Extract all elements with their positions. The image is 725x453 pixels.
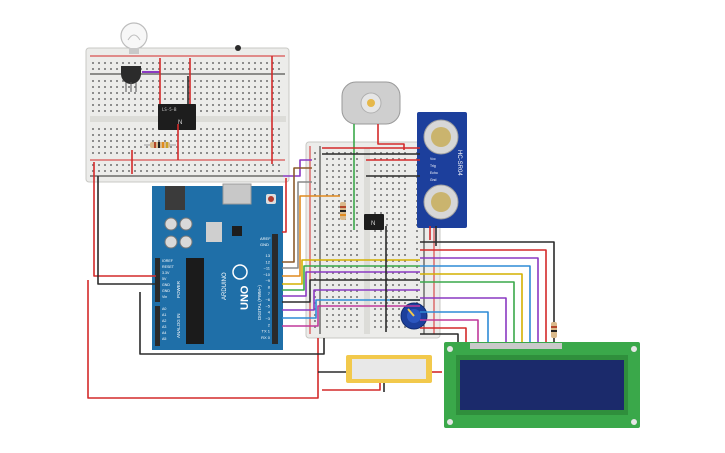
potentiometer-icon[interactable] [400, 302, 428, 330]
arduino-digital-label: DIGITAL (PWM~) [257, 285, 262, 320]
pin-label: 3.3V [162, 271, 170, 275]
arduino-power-pins: IOREF RESET 3.3V 5V GND GND Vin [162, 259, 175, 299]
wires-main[interactable] [87, 124, 555, 399]
pin-label: ~10 [263, 272, 271, 277]
pin-label: Echo [430, 171, 438, 175]
ic-chip[interactable]: N [364, 214, 384, 230]
pin-label: GND [162, 289, 170, 293]
arduino-analog-label: ANALOG IN [176, 313, 181, 338]
pin-label: 7 [268, 291, 271, 296]
pin-label: TX 1 [262, 329, 271, 334]
pin-label: 5V [162, 277, 167, 281]
relay-label-1: LS-5-B [162, 107, 177, 112]
motor-icon[interactable] [341, 81, 401, 125]
lcd-16x2[interactable] [444, 342, 640, 428]
pin-label: ~11 [264, 266, 271, 271]
resistor-icon[interactable] [144, 142, 176, 148]
arduino-brand: ARDUINO [222, 272, 228, 300]
relay-mark: N [178, 120, 182, 126]
pin-label: GND [162, 283, 170, 287]
arduino-gnd: GND [260, 242, 269, 247]
pin-label: 13 [266, 253, 271, 258]
top-black-pin [235, 45, 241, 51]
pin-label: Vcc [430, 157, 436, 161]
pin-label: A2 [162, 319, 166, 323]
ic-mark: N [371, 221, 375, 227]
transistor-icon[interactable] [121, 66, 141, 92]
pin-label: RX 0 [261, 335, 271, 340]
pin-label: A4 [162, 331, 166, 335]
pin-label: A5 [162, 337, 166, 341]
pin-label: 4 [268, 310, 271, 315]
pin-label: Trig [430, 164, 436, 168]
pin-label: IOREF [162, 259, 174, 263]
ultrasonic-model: HC-SR04 [456, 150, 462, 176]
relay[interactable]: LS-5-B N [158, 104, 196, 130]
resistor-lcd[interactable] [551, 322, 557, 338]
arduino-power-label: POWER [176, 280, 181, 298]
pin-label: 8 [268, 285, 271, 290]
pin-label: A0 [162, 307, 166, 311]
resistor-main[interactable] [340, 202, 346, 220]
wires-top[interactable] [93, 56, 273, 186]
pin-label: 2 [268, 322, 271, 327]
pin-label: RESET [162, 265, 175, 269]
arduino-board[interactable]: UNO ARDUINO DIGITAL (PWM~) POWER ANALOG … [152, 183, 283, 350]
arduino-logo-icon [232, 264, 248, 280]
breadboard-main[interactable] [305, 141, 441, 339]
pin-label: Vin [162, 295, 167, 299]
pin-label: ~3 [265, 316, 270, 321]
bulb-icon[interactable] [120, 22, 148, 54]
arduino-uno-logo: UNO [239, 285, 251, 310]
pin-label: 12 [266, 259, 271, 264]
pin-label: Gnd [430, 178, 437, 182]
pin-label: A1 [162, 313, 166, 317]
piezo-buzzer[interactable] [346, 355, 432, 383]
pin-label: ~9 [265, 278, 270, 283]
arduino-aref: AREF [260, 236, 271, 241]
pin-label: ~6 [265, 297, 270, 302]
pin-label: A3 [162, 325, 166, 329]
pin-label: ~5 [265, 303, 270, 308]
